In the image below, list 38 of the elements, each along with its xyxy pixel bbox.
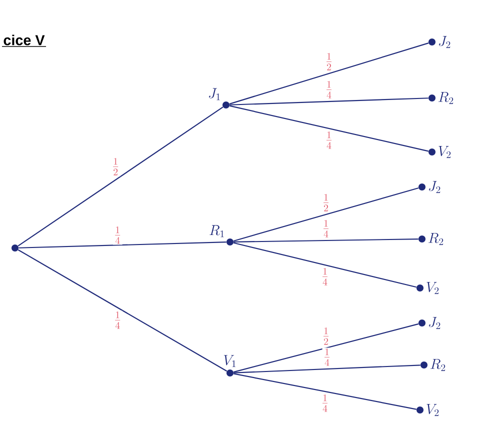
branch-line xyxy=(234,364,420,374)
node-label: $R_2$ xyxy=(430,358,446,371)
branch-line xyxy=(233,323,419,373)
branch-line xyxy=(234,238,418,242)
node-label: $J_2$ xyxy=(439,36,450,48)
node-label: $R_2$ xyxy=(438,92,454,104)
branch-line xyxy=(230,98,428,106)
branch-line xyxy=(233,242,417,288)
start-dot xyxy=(12,244,18,252)
edge-label: $\frac{1}{4}$ xyxy=(115,226,120,244)
node-label: $R_2$ xyxy=(428,232,444,245)
node-label: $V_2$ xyxy=(438,146,451,158)
node-label: $V_2$ xyxy=(426,404,439,416)
branch-line xyxy=(234,373,416,410)
edge-label: $\frac{1}{4}$ xyxy=(322,394,328,412)
edge-label: $\frac{1}{4}$ xyxy=(326,131,332,149)
edge-label: $\frac{1}{4}$ xyxy=(322,268,328,286)
edge-label: $\frac{1}{4}$ xyxy=(324,348,330,366)
node-label: $J_2$ xyxy=(429,180,440,193)
branch-line xyxy=(18,242,226,248)
node-label: $R_1$ xyxy=(210,225,224,238)
edge-label: $\frac{1}{2}$ xyxy=(324,194,328,212)
edge-label: $\frac{1}{4}$ xyxy=(326,81,332,98)
node-label: $V_1$ xyxy=(224,355,236,368)
branch-line xyxy=(18,106,224,246)
edge-label: $\frac{1}{4}$ xyxy=(115,311,120,329)
edge-label: $\frac{1}{2}$ xyxy=(324,327,328,345)
edge-label: $\frac{1}{4}$ xyxy=(324,220,328,238)
edge-label: $\frac{1}{2}$ xyxy=(326,53,332,70)
node-label: $J_1$ xyxy=(209,88,220,100)
node-label: $V_2$ xyxy=(426,282,439,294)
branch-line xyxy=(233,187,419,242)
node-label: $J_2$ xyxy=(429,316,440,329)
branch-line xyxy=(18,249,228,372)
edge-label: $\frac{1}{2}$ xyxy=(113,158,118,176)
branch-line xyxy=(229,105,429,152)
branch-line xyxy=(229,42,429,104)
title: cice V xyxy=(4,34,45,46)
